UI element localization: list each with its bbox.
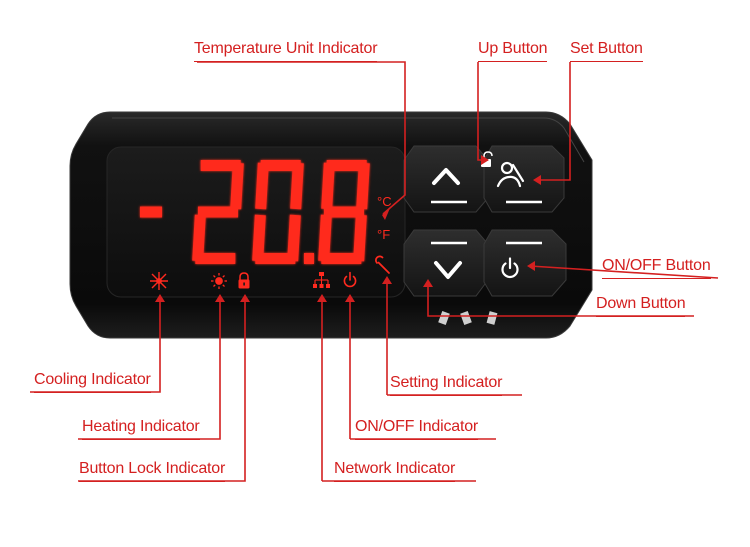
digit-segment-f	[321, 162, 335, 210]
network-icon	[313, 272, 330, 288]
digit-segment-b	[230, 162, 244, 210]
button-lock-indicator-text: Button Lock Indicator	[79, 460, 226, 477]
down-button-text: Down Button	[596, 295, 686, 312]
decimal-point	[304, 253, 314, 264]
down-button-label: Down Button	[596, 295, 686, 317]
snowflake-icon	[150, 272, 168, 290]
setting-indicator-label: Setting Indicator	[390, 374, 503, 396]
down-button[interactable]	[403, 229, 489, 297]
on-off-button-label: ON/OFF Button	[602, 257, 711, 279]
on-off-button-text: ON/OFF Button	[602, 257, 711, 274]
bezel-highlight	[112, 117, 585, 163]
on-off-indicator-label: ON/OFF Indicator	[355, 418, 479, 440]
button-lock-indicator-label: Button Lock Indicator	[79, 460, 226, 482]
padlock-icon	[238, 272, 250, 289]
set-button-text: Set Button	[570, 40, 643, 57]
heating-indicator-label: Heating Indicator	[82, 418, 200, 440]
chevron-up-icon	[432, 168, 460, 185]
on-off-indicator-text: ON/OFF Indicator	[355, 418, 479, 435]
up-button-text: Up Button	[478, 40, 548, 57]
up-button-label: Up Button	[478, 40, 548, 62]
up-button[interactable]	[403, 145, 489, 213]
on-off-button[interactable]	[483, 229, 567, 297]
heating-indicator-text: Heating Indicator	[82, 418, 200, 435]
setting-indicator-text: Setting Indicator	[390, 374, 503, 391]
digit-segment-e	[318, 214, 332, 262]
temperature-unit-indicator-label: Temperature Unit Indicator	[194, 40, 378, 62]
latch-clip	[438, 310, 498, 326]
cooling-indicator-label: Cooling Indicator	[34, 371, 151, 393]
power-icon	[501, 257, 519, 279]
cooling-indicator-text: Cooling Indicator	[34, 371, 151, 388]
chevron-down-icon	[434, 261, 462, 279]
leader-arrowheads	[155, 155, 541, 302]
sun-icon	[211, 273, 227, 289]
settings-person-icon	[496, 161, 525, 188]
digit-segment-e	[252, 214, 266, 262]
digit-segment-f	[255, 162, 269, 210]
set-button-label: Set Button	[570, 40, 643, 62]
unit-celsius: °C	[377, 194, 392, 209]
digit-segment-b	[290, 162, 304, 210]
temperature-reading	[140, 160, 370, 264]
power-icon	[343, 271, 357, 288]
unit-fahrenheit: °F	[377, 227, 390, 242]
set-button[interactable]	[481, 145, 565, 213]
temperature-unit-indicator-text: Temperature Unit Indicator	[194, 40, 378, 57]
digit-segment-b	[356, 162, 370, 210]
network-indicator-text: Network Indicator	[334, 460, 456, 477]
wrench-icon	[375, 255, 390, 274]
network-indicator-label: Network Indicator	[334, 460, 456, 482]
